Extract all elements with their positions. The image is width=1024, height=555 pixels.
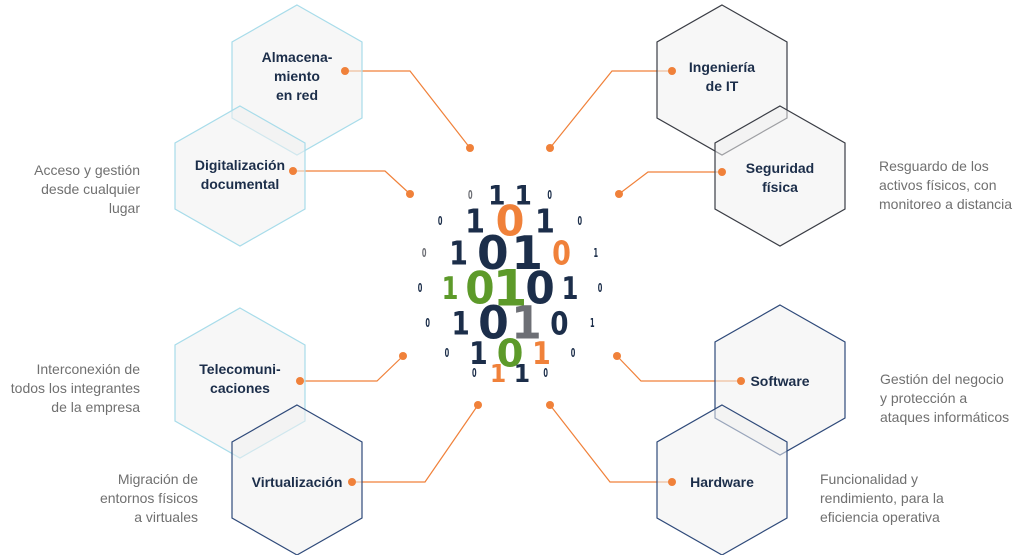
dot-digitalizacion-end	[406, 190, 414, 198]
dot-seguridad-end	[615, 190, 623, 198]
globe-digit: 0	[552, 235, 571, 273]
globe-digit: 0	[598, 282, 603, 296]
dot-software-start	[737, 377, 745, 385]
desc-digitalizacion: Acceso y gestión desde cualquier lugar	[34, 162, 140, 216]
connector-lines	[293, 70, 741, 483]
dot-telecom-start	[296, 377, 304, 385]
globe-digit: 1	[535, 203, 555, 241]
connector-seguridad	[618, 171, 722, 195]
dot-virtualizacion-end	[474, 401, 482, 409]
hex-seguridad	[714, 105, 846, 247]
globe-digit: 0	[472, 367, 477, 381]
desc-hardware: Funcionalidad y rendimiento, para la efi…	[820, 471, 944, 525]
connector-virtualizacion	[352, 404, 479, 483]
dot-virtualizacion-start	[348, 478, 356, 486]
globe-digit: 1	[469, 335, 488, 371]
globe-digit: 0	[525, 264, 554, 316]
globe-digit: 1	[490, 358, 506, 388]
globe-digit: 0	[578, 215, 583, 229]
hex-digitalizacion	[174, 105, 306, 247]
desc-telecom: Interconexión de todos los integrantes d…	[10, 361, 140, 415]
dot-almacenamiento-end	[466, 144, 474, 152]
connector-software	[616, 355, 741, 382]
dot-seguridad-start	[718, 168, 726, 176]
globe-digit: 0	[477, 226, 509, 281]
globe-digit: 0	[438, 215, 443, 229]
dot-digitalizacion-start	[289, 167, 297, 175]
dot-hardware-start	[668, 478, 676, 486]
globe-digit: 0	[422, 247, 427, 261]
desc-virtualizacion: Migración de entornos físicos a virtuale…	[99, 471, 198, 525]
dot-ingenieria-start	[668, 67, 676, 75]
globe-digit: 1	[590, 317, 595, 331]
globe-digit: 1	[562, 270, 579, 307]
label-virtualizacion: Virtualización	[252, 474, 343, 490]
globe-digit: 1	[532, 335, 551, 371]
desc-software: Gestión del negocio y protección a ataqu…	[880, 371, 1010, 425]
globe-digit: 1	[515, 181, 532, 212]
globe-digit: 0	[465, 264, 494, 316]
hex-hardware	[656, 404, 788, 555]
globe-digit: 0	[497, 332, 524, 377]
connector-telecom	[300, 355, 404, 382]
dot-hardware-end	[546, 401, 554, 409]
connector-almacenamiento	[345, 70, 471, 149]
dot-almacenamiento-start	[341, 67, 349, 75]
globe-digit: 1	[594, 247, 599, 261]
globe-digit: 1	[511, 226, 543, 281]
globe-digit: 0	[478, 297, 509, 350]
globe-digit: 1	[449, 235, 468, 273]
globe-digit: 1	[514, 358, 530, 388]
connector-digitalizacion	[293, 170, 411, 195]
hex-virtualizacion	[231, 404, 363, 555]
label-software: Software	[750, 373, 809, 389]
dot-telecom-end	[399, 352, 407, 360]
desc-seguridad: Resguardo de los activos físicos, con mo…	[879, 158, 1013, 212]
globe-digit: 0	[543, 367, 548, 381]
globe-digit: 1	[465, 203, 485, 241]
label-hardware: Hardware	[690, 474, 754, 490]
connector-hardware	[549, 404, 672, 483]
globe-digit: 1	[442, 270, 459, 307]
globe-digit: 0	[550, 305, 568, 342]
connector-dots	[289, 67, 745, 486]
globe-digit: 1	[488, 181, 505, 212]
globe-digit: 0	[445, 347, 450, 361]
globe-digit: 0	[571, 347, 576, 361]
dot-software-end	[613, 352, 621, 360]
globe-digit: 1	[451, 305, 469, 342]
globe-digit: 0	[418, 282, 423, 296]
dot-ingenieria-end	[546, 144, 554, 152]
connector-ingenieria	[549, 70, 672, 149]
globe-digit: 0	[547, 189, 552, 203]
globe-digit: 1	[493, 260, 528, 318]
globe-digit: 0	[425, 317, 430, 331]
globe-digit: 0	[496, 198, 525, 246]
globe-digit: 1	[511, 297, 542, 350]
label-telecom: Telecomuni-caciones	[199, 361, 281, 396]
globe-digit: 0	[468, 189, 473, 203]
hexagons	[174, 4, 846, 555]
